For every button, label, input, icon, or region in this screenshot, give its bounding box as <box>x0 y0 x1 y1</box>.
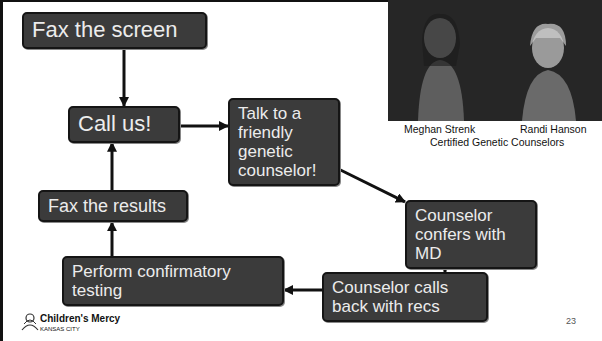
box-text: Talk to a friendly genetic counselor! <box>238 104 330 180</box>
caption-label: Meghan Strenk <box>404 123 475 135</box>
caption-label: Children's Mercy <box>40 313 120 324</box>
flow-arrow <box>180 125 228 128</box>
process-box: Perform confirmatory testing <box>62 256 284 306</box>
photo <box>388 0 602 121</box>
process-box: Fax the screen <box>22 12 207 49</box>
slide-border <box>0 0 3 341</box>
person-hair <box>422 14 460 66</box>
slide-border <box>0 0 388 2</box>
box-text: Perform confirmatory testing <box>72 262 274 300</box>
person-hair <box>530 24 566 46</box>
flow-arrow <box>111 143 114 190</box>
process-box: Counselor calls back with recs <box>322 272 488 322</box>
logo-icon <box>22 314 38 330</box>
caption-label: Certified Genetic Counselors <box>430 136 564 148</box>
flow-arrow <box>123 49 126 106</box>
box-text: Counselor confers with MD <box>415 206 527 263</box>
person-body <box>418 60 464 121</box>
box-text: Call us! <box>78 112 170 137</box>
process-box: Call us! <box>68 106 180 143</box>
caption-label: Randi Hanson <box>520 123 587 135</box>
box-text: Counselor calls back with recs <box>332 278 478 316</box>
flow-arrow <box>111 222 114 256</box>
caption-label: 23 <box>566 316 576 326</box>
flow-arrow <box>340 170 405 202</box>
process-box: Talk to a friendly genetic counselor! <box>228 98 340 186</box>
process-box: Counselor confers with MD <box>405 200 537 269</box>
process-box: Fax the results <box>38 190 188 222</box>
box-text: Fax the results <box>48 196 178 216</box>
person-body <box>522 70 576 121</box>
box-text: Fax the screen <box>32 18 197 43</box>
caption-label: KANSAS CITY <box>40 326 80 332</box>
flow-arrow <box>284 289 322 292</box>
